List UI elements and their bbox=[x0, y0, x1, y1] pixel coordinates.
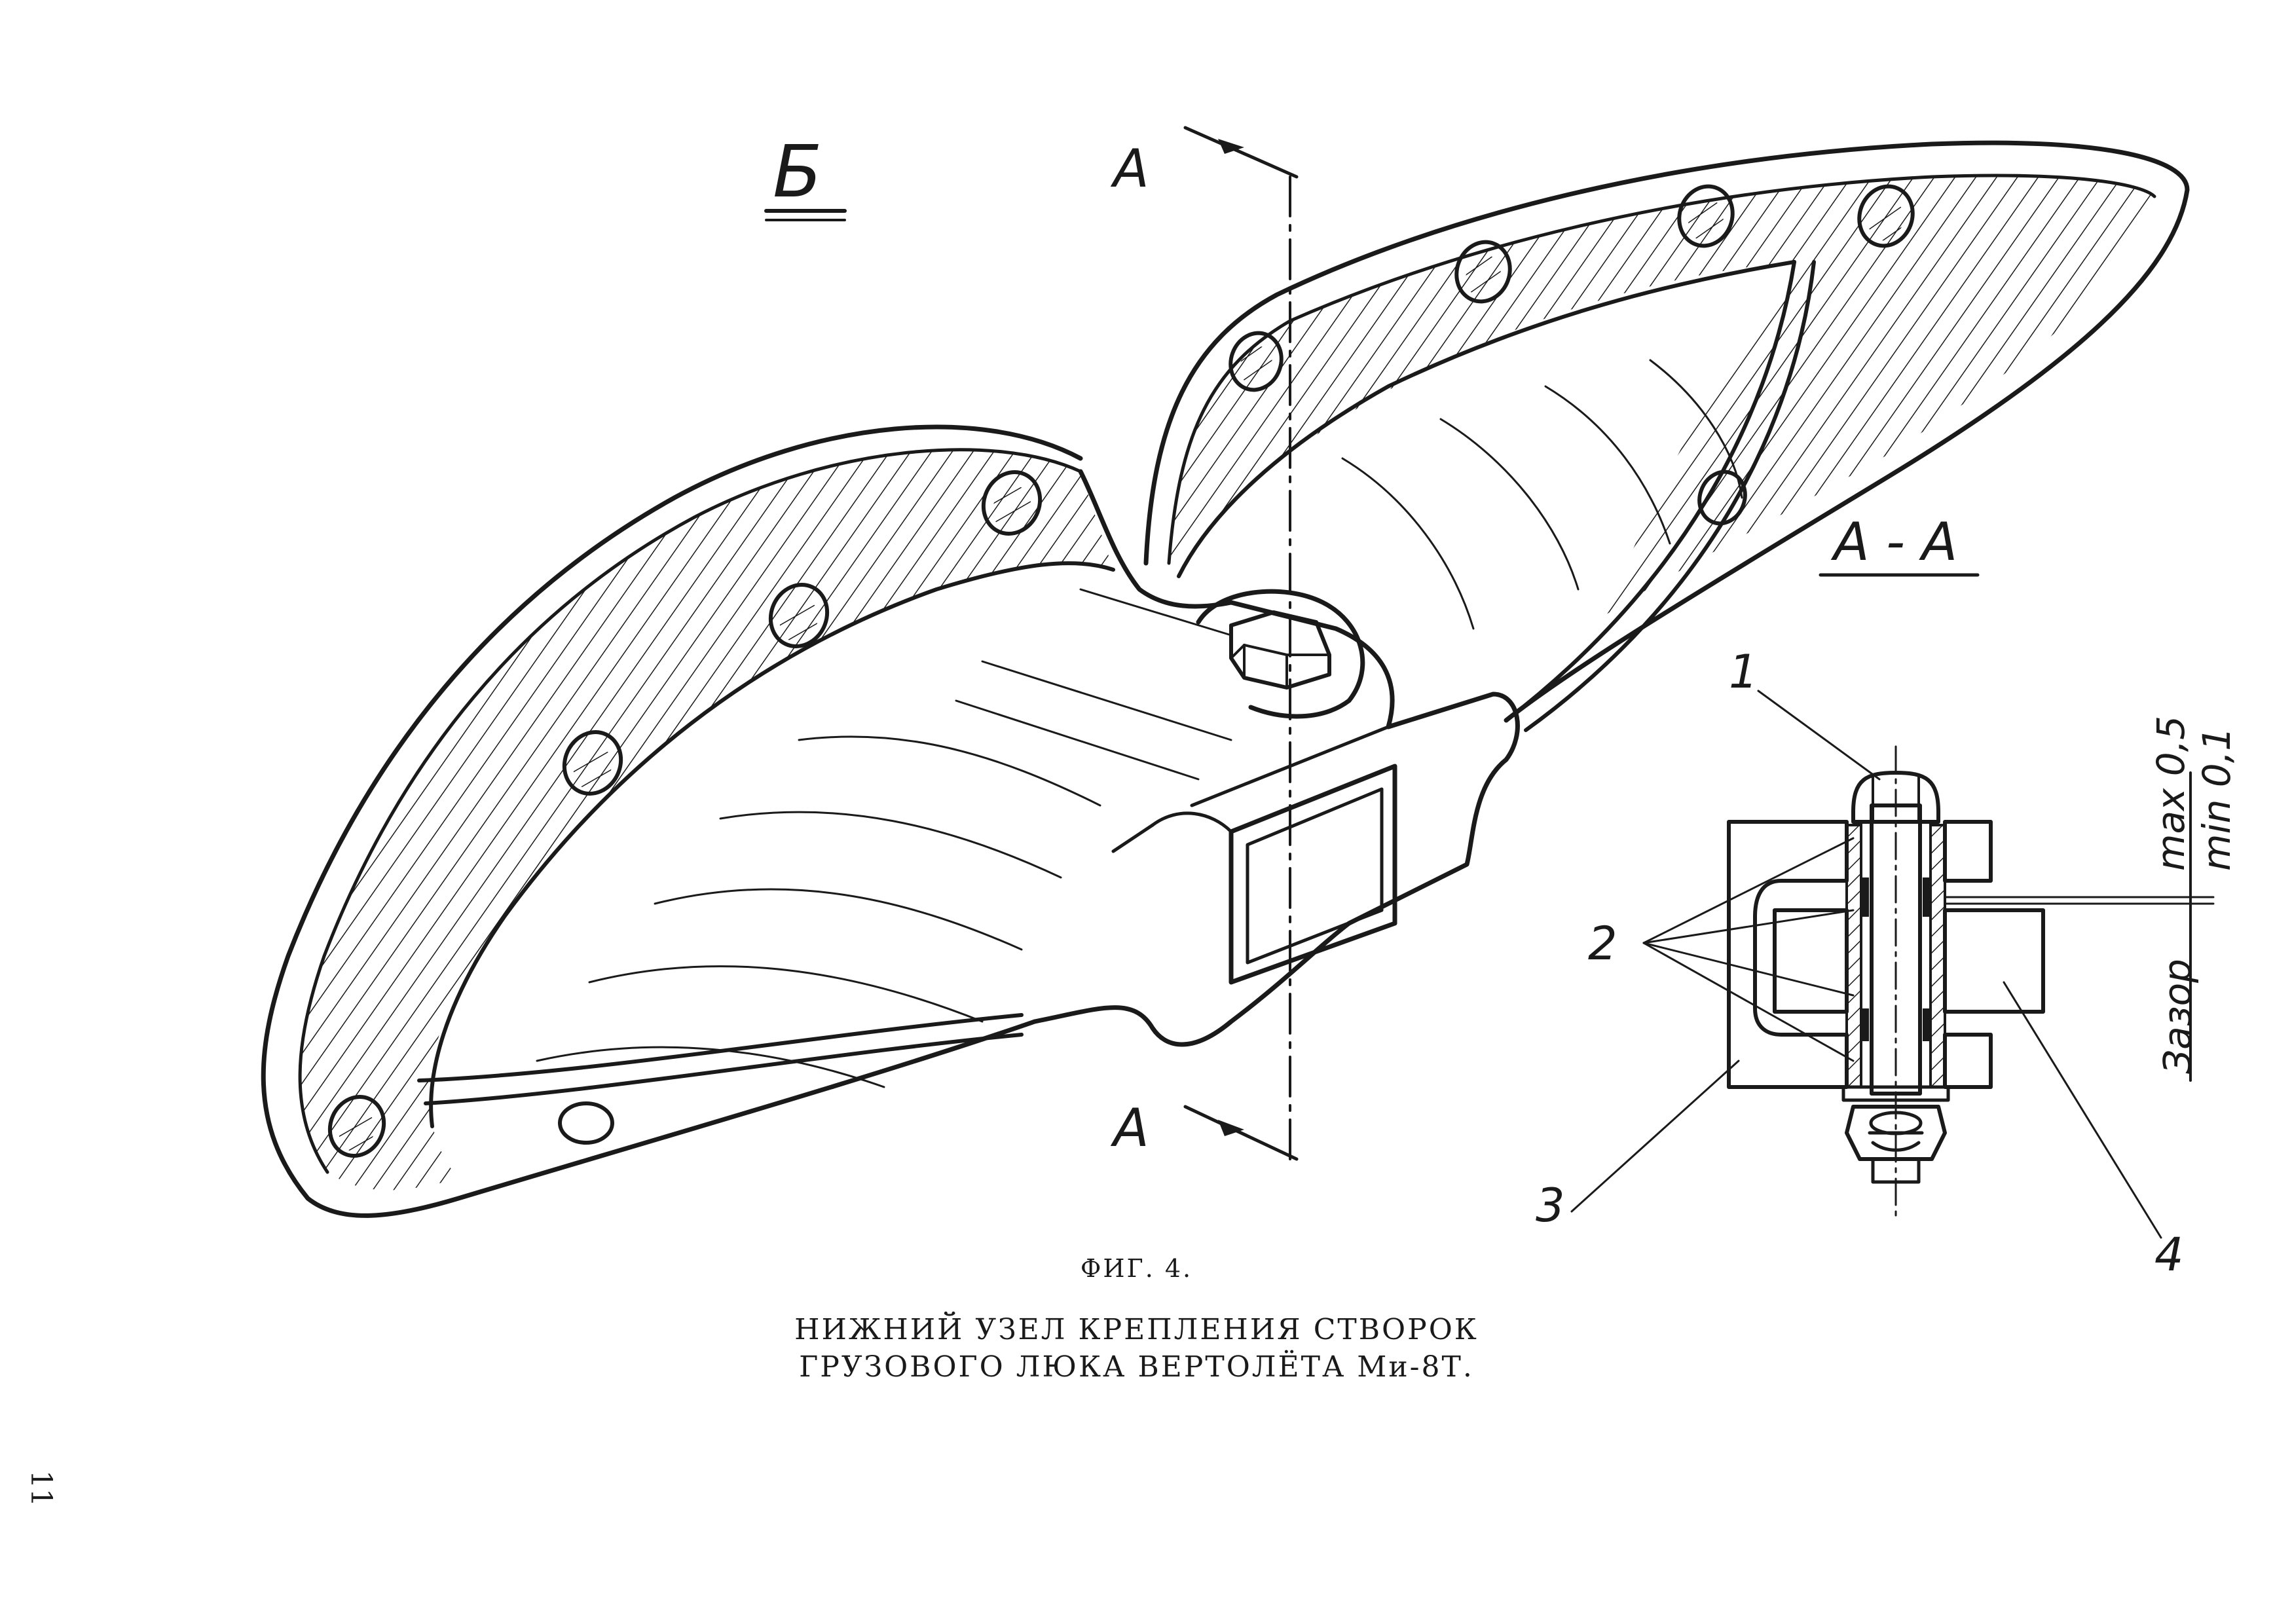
mounting-hole bbox=[562, 730, 623, 796]
view-label-text: Б bbox=[773, 130, 822, 213]
view-label: Б bbox=[764, 130, 847, 221]
section-line: А А bbox=[1110, 126, 1299, 1161]
section-title: А - А bbox=[1830, 511, 1957, 572]
mounting-hole bbox=[1697, 470, 1747, 526]
mounting-hole bbox=[1677, 184, 1735, 248]
figure-title-line-2: ГРУЗОВОГО ЛЮКА ВЕРТОЛЁТА Ми-8Т. bbox=[799, 1350, 1474, 1384]
hinge-fitting bbox=[955, 469, 1520, 1047]
clearance-max: max 0,5 bbox=[2149, 716, 2193, 871]
callout-1: 1 bbox=[1729, 645, 1758, 699]
section-mark-bottom: А bbox=[1110, 1098, 1149, 1158]
mounting-hole bbox=[1229, 331, 1284, 392]
mounting-hole bbox=[1454, 240, 1512, 304]
mounting-hole bbox=[1857, 184, 1915, 248]
callout-3: 3 bbox=[1536, 1179, 1565, 1232]
section-view: А - А bbox=[1536, 511, 2239, 1282]
hex-bolt-head bbox=[1229, 610, 1331, 690]
section-mark-top: А bbox=[1110, 138, 1149, 199]
callout-2: 2 bbox=[1588, 917, 1617, 970]
right-wing-plate bbox=[1143, 140, 2190, 732]
figure-title-line-1: НИЖНИЙ УЗЕЛ КРЕПЛЕНИЯ СТВОРОК bbox=[794, 1313, 1479, 1346]
mounting-hole bbox=[768, 583, 830, 648]
figure-label: ФИГ. 4. bbox=[1080, 1254, 1193, 1283]
left-wing-plate bbox=[261, 424, 1115, 1218]
mounting-hole bbox=[327, 1095, 386, 1158]
mounting-hole bbox=[981, 470, 1043, 536]
clearance-min: min 0,1 bbox=[2194, 727, 2239, 871]
callout-4: 4 bbox=[2154, 1228, 2184, 1282]
mounting-hole bbox=[558, 1101, 614, 1145]
page-number: 11 bbox=[24, 1470, 58, 1507]
clearance-label: Зазор bbox=[2155, 959, 2200, 1074]
